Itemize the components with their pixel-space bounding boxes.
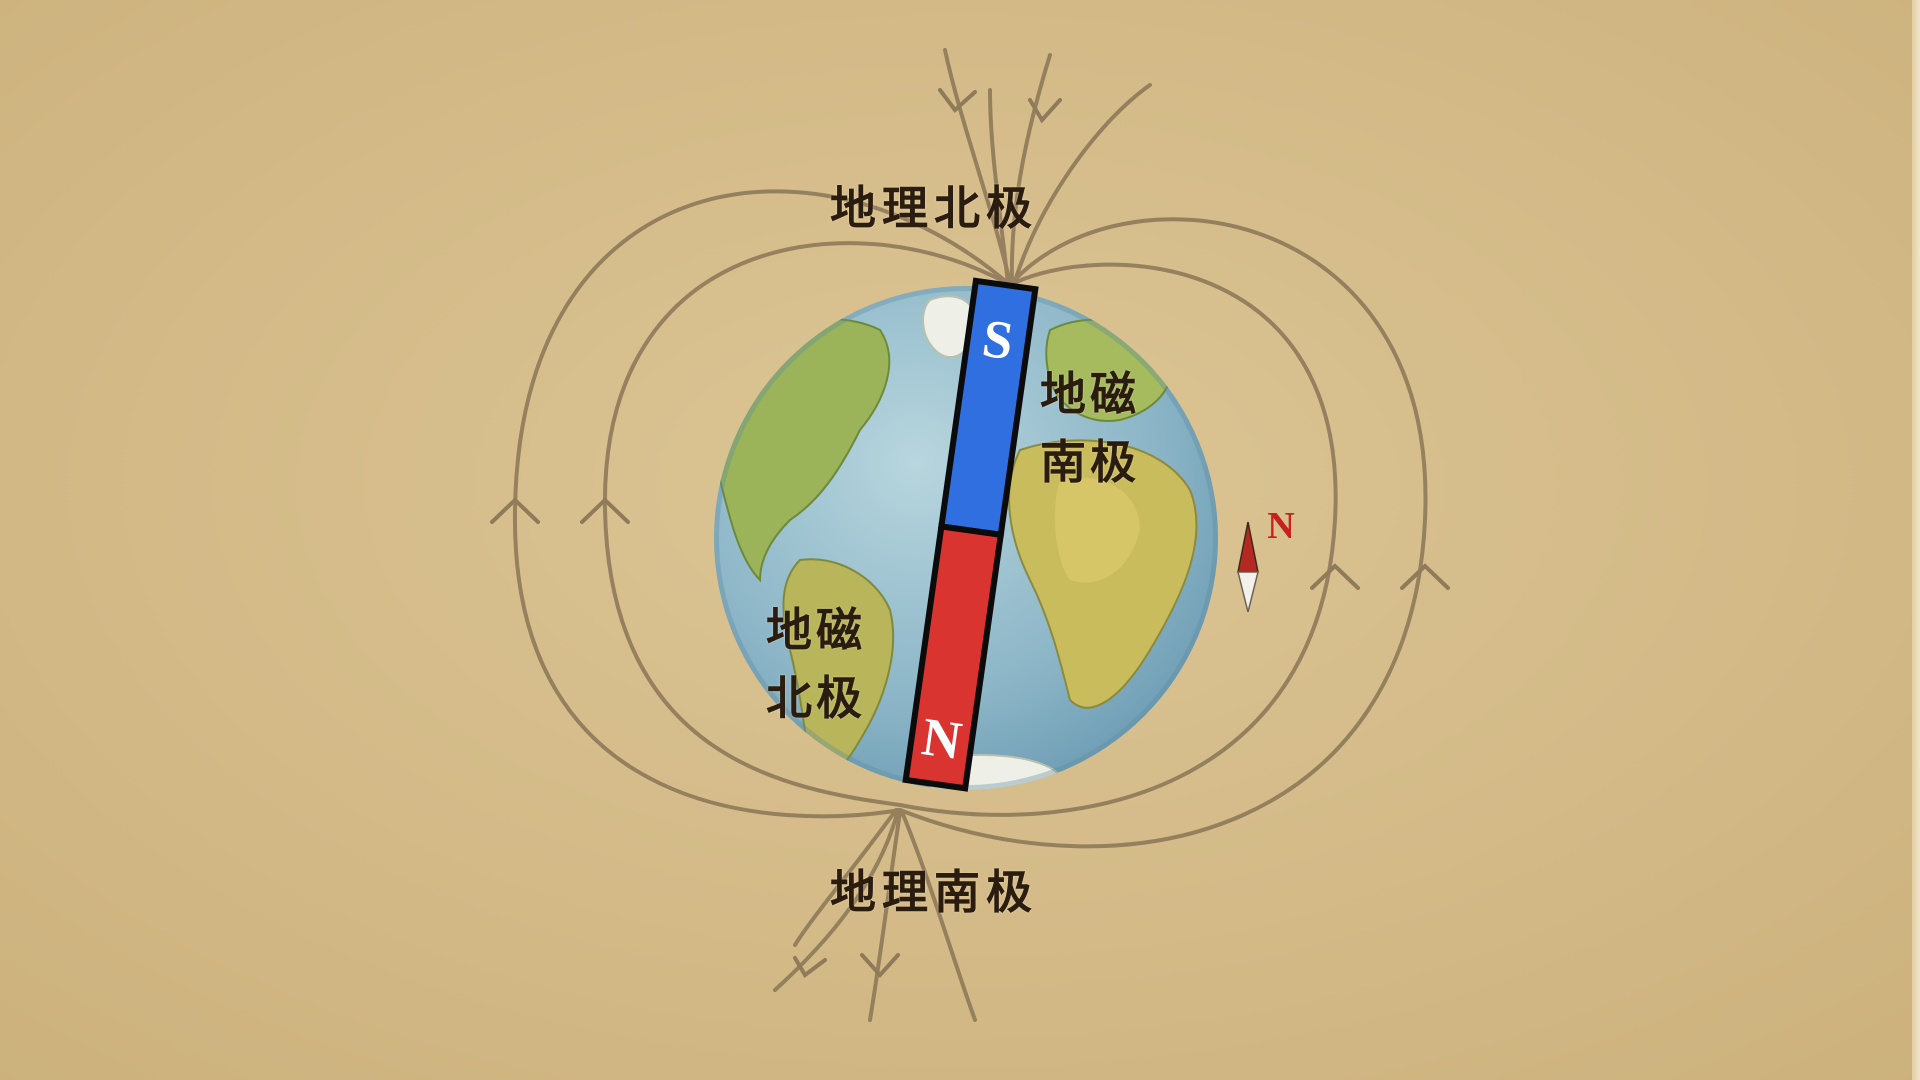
magnetic-south-label: 地磁 南极 — [1040, 360, 1140, 496]
magnet-n-label: N — [918, 706, 965, 771]
magnetic-north-line-1: 地磁 — [766, 603, 866, 657]
compass-needle: N — [1237, 505, 1295, 613]
compass-needle-south — [1237, 571, 1259, 613]
magnet-north-half — [902, 523, 1005, 792]
magnetic-south-line-1: 地磁 — [1040, 367, 1140, 421]
geographic-south-label: 地理南极 — [830, 865, 1038, 919]
bar-magnet: S N — [902, 277, 1039, 792]
compass-n-label: N — [1267, 505, 1294, 547]
field-lines — [512, 48, 1428, 1022]
field-arrows — [490, 88, 1450, 978]
magnetic-north-line-2: 北极 — [766, 671, 866, 725]
magnetic-south-line-2: 南极 — [1040, 435, 1140, 489]
geographic-north-label: 地理北极 — [830, 181, 1038, 235]
right-edge-strip — [1912, 0, 1920, 1080]
magnetic-north-label: 地磁 北极 — [766, 596, 866, 732]
